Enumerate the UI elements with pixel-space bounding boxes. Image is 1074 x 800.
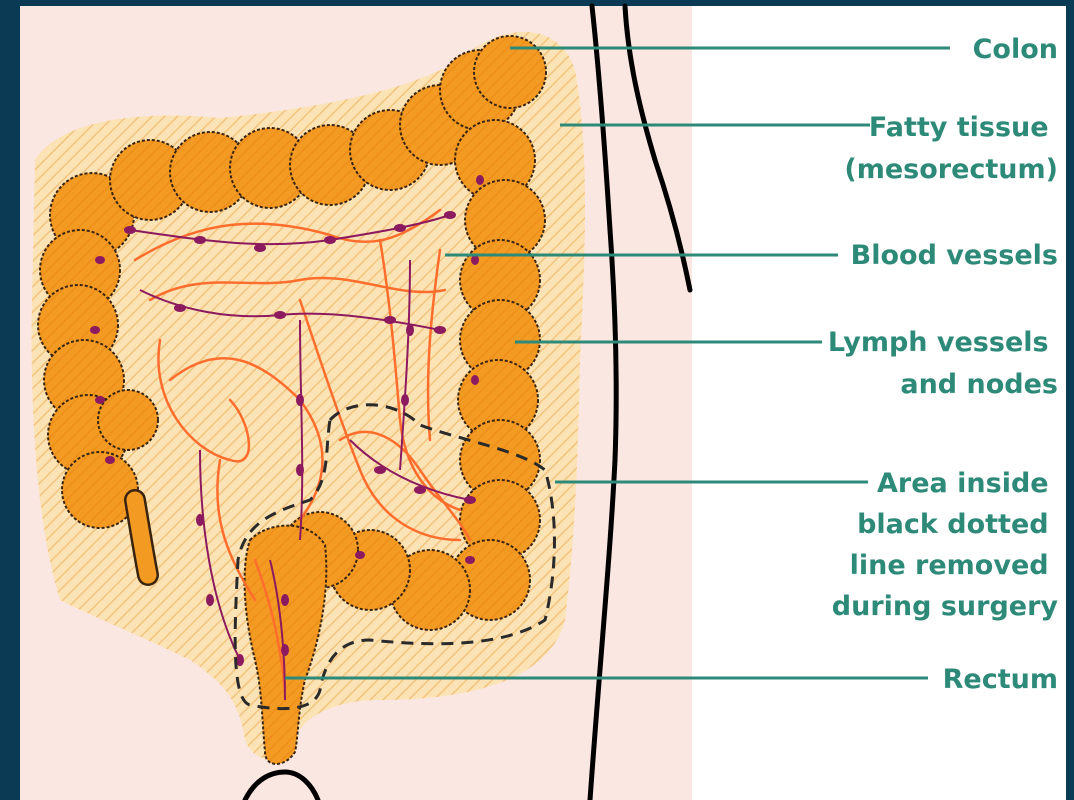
label-blood-vessels: Blood vessels bbox=[851, 240, 1058, 271]
label-rectum: Rectum bbox=[943, 664, 1058, 695]
label-colon: Colon bbox=[973, 34, 1058, 65]
